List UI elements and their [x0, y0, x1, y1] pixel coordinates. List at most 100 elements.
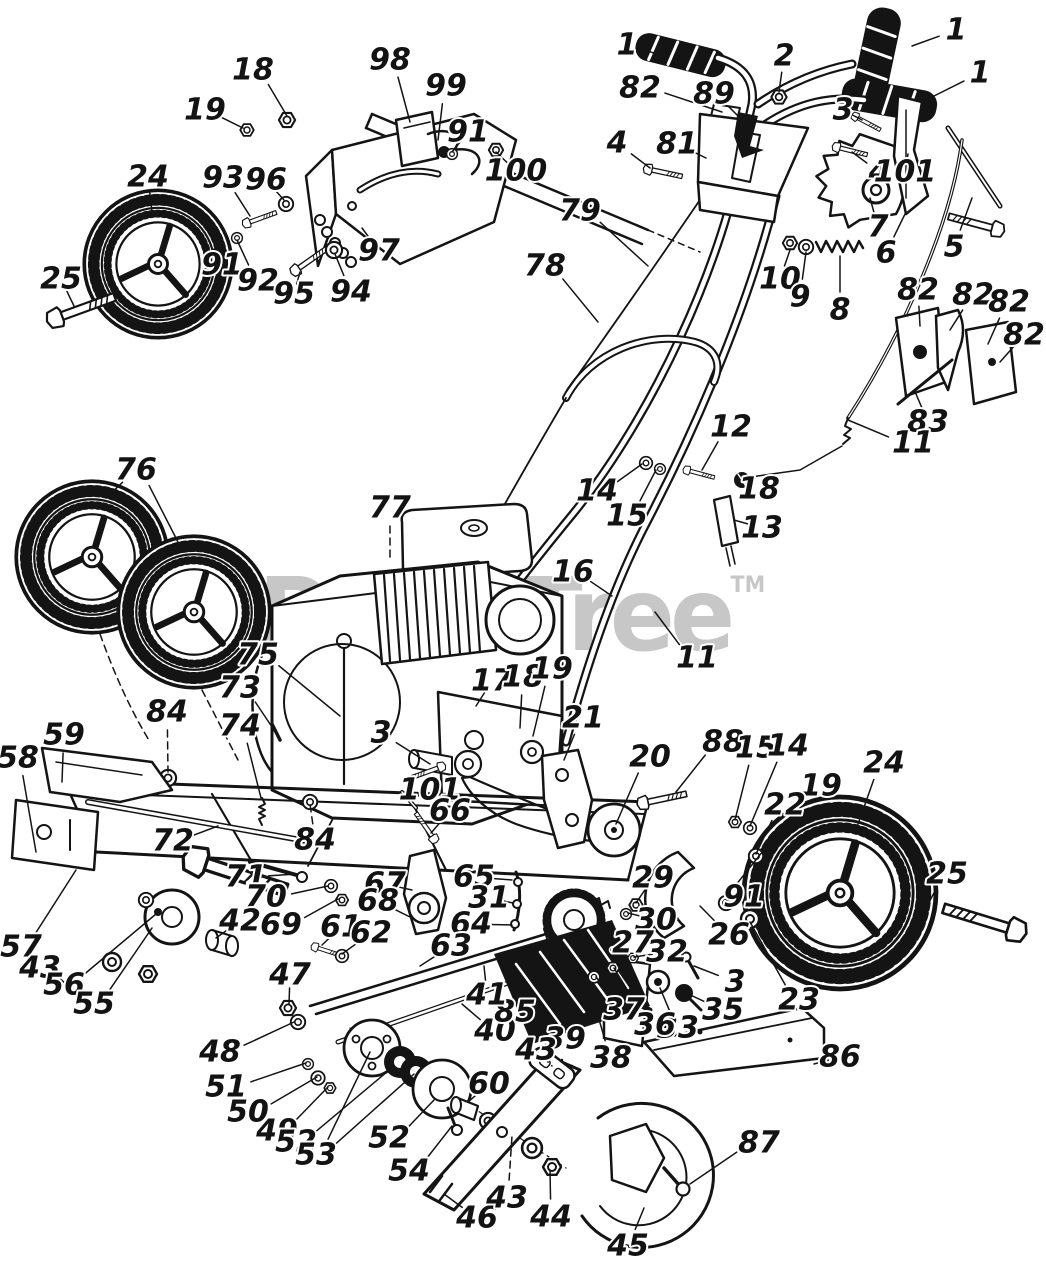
callout-leader-line — [234, 191, 251, 217]
part-number-label: 35 — [702, 993, 744, 1028]
part-number-label: 32 — [646, 935, 688, 970]
part-number-label: 74 — [219, 709, 261, 744]
callout-leader-line — [613, 967, 641, 1012]
callout-leader-line — [532, 685, 546, 737]
part-number-label: 73 — [219, 671, 261, 706]
part-number-label: 98 — [369, 43, 411, 78]
callout-leader-line — [675, 754, 706, 793]
callout-leader-line — [783, 249, 791, 267]
callout-leader-line — [616, 463, 643, 483]
callout-leader-line — [148, 484, 179, 543]
part-number-label: 99 — [425, 69, 467, 104]
part-number-label: 41 — [465, 978, 508, 1013]
callout-leader-line — [987, 317, 1001, 345]
part-number-label: 49 — [255, 1114, 298, 1149]
callout-leader-line — [599, 221, 649, 267]
callout-leader-line — [627, 912, 645, 918]
callout-leader-line — [915, 393, 924, 411]
spring-icon — [814, 239, 865, 254]
part-number-label: 97 — [358, 234, 400, 269]
callout-leader-line — [309, 803, 314, 825]
callout-leader-line — [254, 701, 275, 731]
part-number-label: 56 — [43, 968, 85, 1003]
part-number-label: 18 — [502, 660, 544, 695]
part-number-label: 11 — [892, 426, 934, 461]
callout-leader-line — [105, 481, 124, 499]
part-number-label: 25 — [40, 262, 82, 297]
part-number-label: 29 — [632, 861, 674, 896]
part-number-label: 12 — [710, 410, 752, 445]
callout-leader-line — [443, 1193, 463, 1209]
part-number-label: 101 — [399, 773, 462, 808]
part-number-label: 18 — [738, 472, 780, 507]
part-number-label: 3 — [833, 93, 854, 128]
callout-leader-line — [685, 992, 708, 1004]
callout-leader-line — [911, 35, 940, 47]
callout-leader-line — [699, 905, 717, 924]
part-number-label: 16 — [552, 555, 594, 590]
callout-leader-line — [778, 71, 783, 93]
shift-sector-art — [815, 94, 930, 229]
part-number-label: 14 — [767, 729, 809, 764]
part-number-label: 72 — [152, 824, 194, 859]
callout-leader-line — [664, 92, 723, 113]
part-number-label: 83 — [907, 405, 949, 440]
callout-leader-line — [66, 290, 75, 307]
callout-leader-line — [733, 519, 751, 526]
callout-leader-line — [563, 733, 576, 761]
part-number-label: 19 — [531, 652, 573, 687]
part-number-label: 15 — [735, 731, 777, 766]
callout-leader-line — [613, 946, 626, 953]
callout-leader-line — [426, 1125, 453, 1159]
part-number-label: 18 — [232, 53, 274, 88]
part-number-label: 55 — [73, 987, 115, 1022]
part-number-label: 42 — [218, 904, 261, 939]
callout-leader-line — [483, 965, 487, 983]
upper-left-bracket-art — [206, 110, 701, 280]
callout-leader-line — [396, 885, 413, 891]
part-number-label: 3 — [371, 716, 392, 751]
callout-leader-line — [250, 1062, 307, 1083]
throttle-control-lever-icon — [734, 112, 764, 158]
part-number-label: 24 — [127, 160, 169, 195]
part-number-label: 75 — [237, 638, 279, 673]
callout-leader-line — [693, 965, 719, 977]
disc-shield-art — [580, 1101, 715, 1249]
inner-shield-icon — [644, 850, 696, 940]
part-number-label: 58 — [0, 741, 39, 776]
part-number-label: 4 — [868, 155, 890, 190]
callout-leader-line — [273, 188, 285, 201]
part-number-label: 100 — [485, 154, 548, 189]
callout-leader-line — [918, 305, 921, 327]
callout-leader-line — [430, 820, 443, 834]
callout-leader-line — [847, 419, 890, 438]
callout-leader-line — [949, 309, 964, 331]
callout-leader-line — [520, 989, 529, 1003]
spindle-bracket-art — [540, 748, 765, 940]
callout-leader-line — [562, 278, 599, 323]
height-lever-icon — [892, 94, 930, 216]
part-number-label: 36 — [634, 1008, 676, 1043]
callout-leader-line — [635, 888, 647, 904]
callout-leader-line — [59, 977, 85, 1001]
part-number-label: 37 — [603, 993, 645, 1028]
callout-leader-line — [654, 611, 681, 646]
part-number-label: 57 — [0, 930, 42, 965]
part-number-label: 95 — [273, 277, 315, 312]
callout-leader-line — [246, 742, 262, 799]
callout-leader-line — [409, 793, 422, 801]
part-number-label: 11 — [676, 641, 718, 676]
callout-leader-line — [35, 869, 77, 934]
callout-leader-line — [851, 151, 868, 164]
part-number-label: 22 — [764, 788, 806, 823]
callout-leader-line — [701, 441, 719, 471]
callout-leader-line — [726, 798, 805, 897]
callout-leader-line — [589, 580, 613, 597]
part-number-label: 53 — [295, 1138, 337, 1173]
part-number-label: 85 — [494, 995, 536, 1030]
callout-leader-line — [419, 954, 438, 967]
part-number-label: 1 — [970, 56, 991, 91]
part-number-label: 52 — [275, 1125, 317, 1160]
callout-leader-line — [408, 1099, 435, 1128]
blade-assembly-art — [342, 1018, 582, 1212]
